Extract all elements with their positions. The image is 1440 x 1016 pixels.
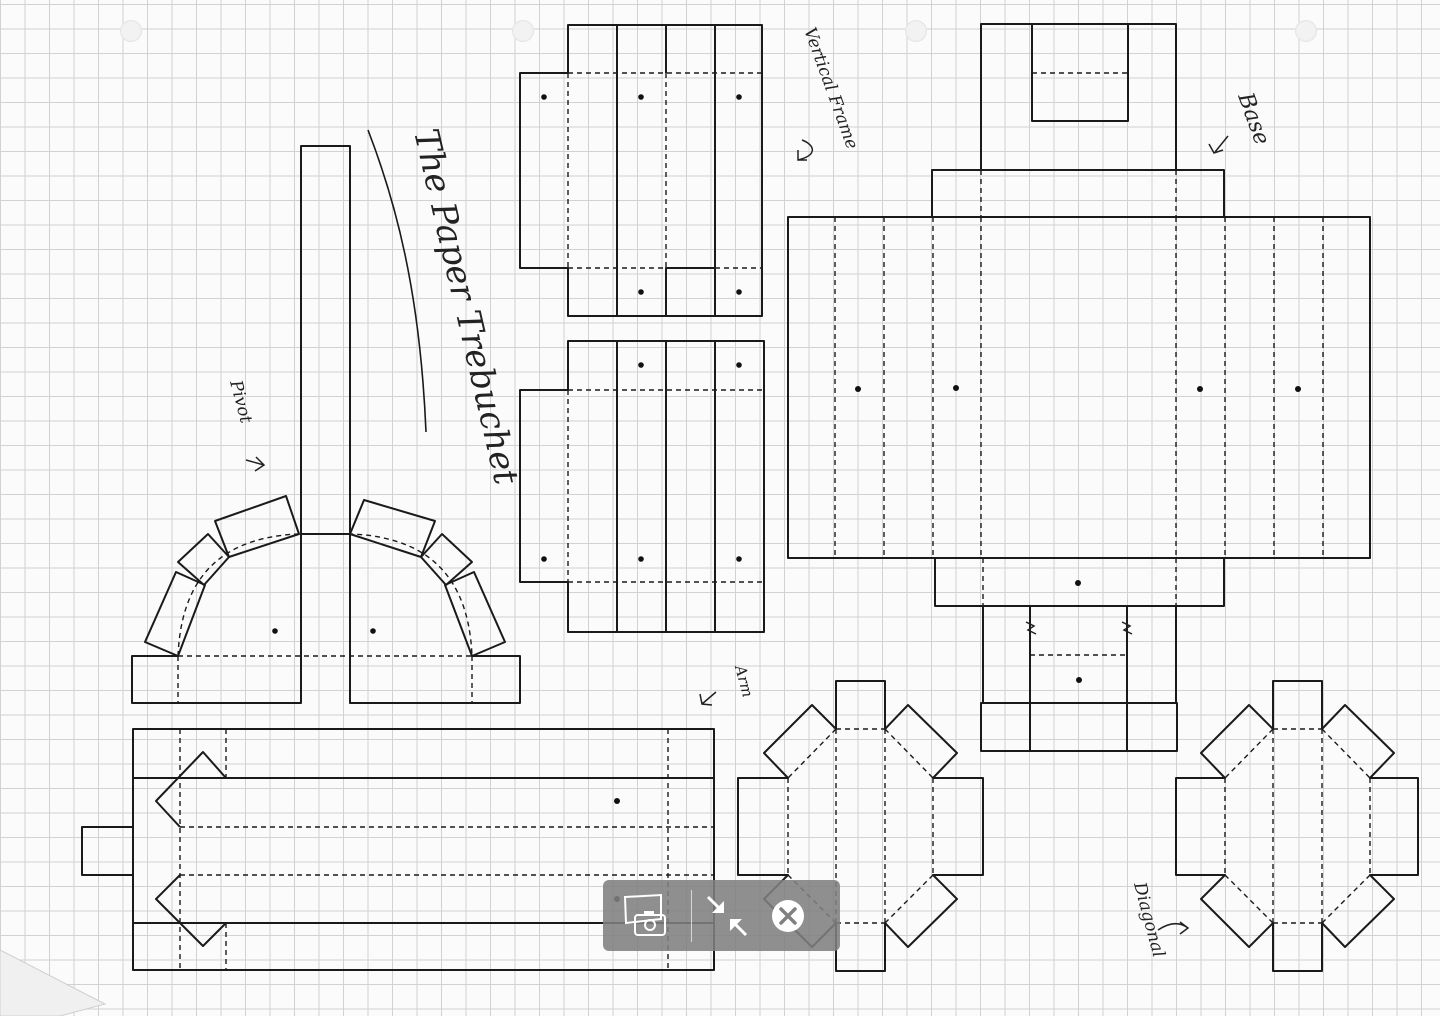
base-piece [787,23,1371,752]
diagonal-label: Diagonal [1129,879,1168,959]
punch-hole [512,20,534,42]
toolbar-divider [691,889,692,942]
screenshot-toolbar [603,880,840,951]
collapse-button[interactable] [696,880,758,951]
diagonal-piece-right [1175,680,1419,972]
pivot-arch-piece [131,145,521,704]
vertical-frame-piece-bottom [519,340,765,633]
screenshot-camera-icon [623,893,666,936]
punch-hole [905,20,927,42]
collapse-arrows-icon [706,895,748,936]
vertical-frame-piece-top [519,24,763,317]
sheet-title: The Paper Trebuchet [405,125,526,489]
arm-label: Arm [731,661,757,699]
vertical-frame-label: Vertical Frame [799,25,862,152]
pivot-label: Pivot [225,377,256,425]
screenshot-button[interactable] [603,880,687,951]
close-button[interactable] [758,880,818,951]
punch-hole [1295,20,1317,42]
punch-hole [120,20,142,42]
close-circle-icon [772,899,804,932]
base-label: Base [1232,89,1274,149]
